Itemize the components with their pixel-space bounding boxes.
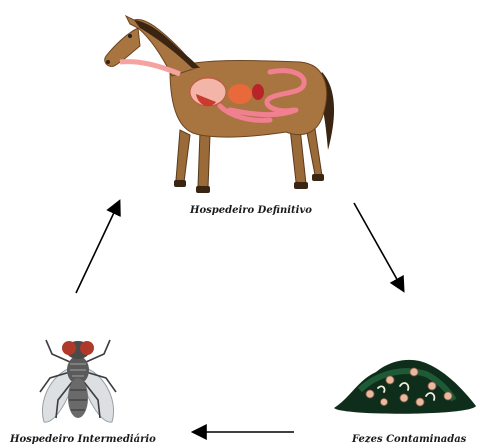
arrow-fly-to-horse (76, 202, 119, 293)
arrow-horse-to-feces (354, 203, 403, 290)
